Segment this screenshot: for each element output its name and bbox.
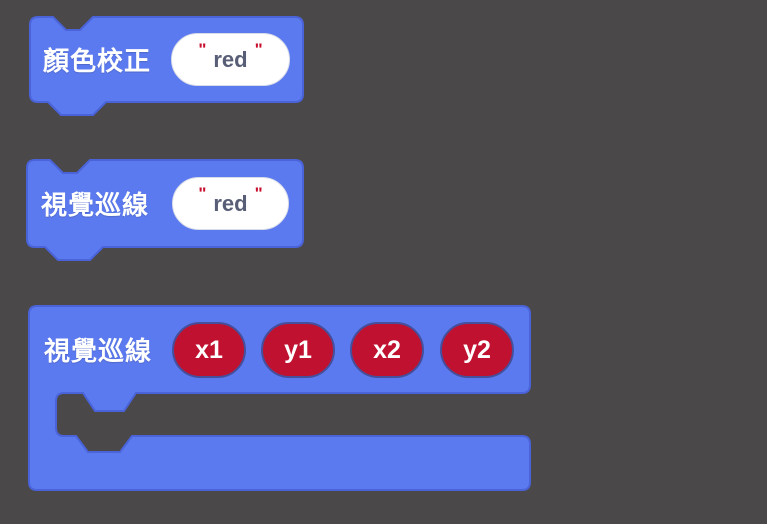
block3-label: 視覺巡線 [44, 336, 153, 366]
block2-label: 視覺巡線 [41, 190, 150, 220]
param-x2[interactable]: x2 [350, 322, 424, 378]
string-value: red [213, 190, 248, 216]
close-quote: " [254, 40, 263, 59]
block1-label: 顏色校正 [43, 46, 152, 76]
open-quote: " [198, 40, 207, 59]
block1-string-input[interactable]: " red " [171, 33, 290, 86]
open-quote: " [198, 184, 207, 203]
close-quote: " [254, 184, 263, 203]
param-y2[interactable]: y2 [440, 322, 514, 378]
param-y1[interactable]: y1 [261, 322, 335, 378]
string-value: red [213, 46, 248, 72]
block2-string-input[interactable]: " red " [172, 177, 289, 230]
param-x1[interactable]: x1 [172, 322, 246, 378]
